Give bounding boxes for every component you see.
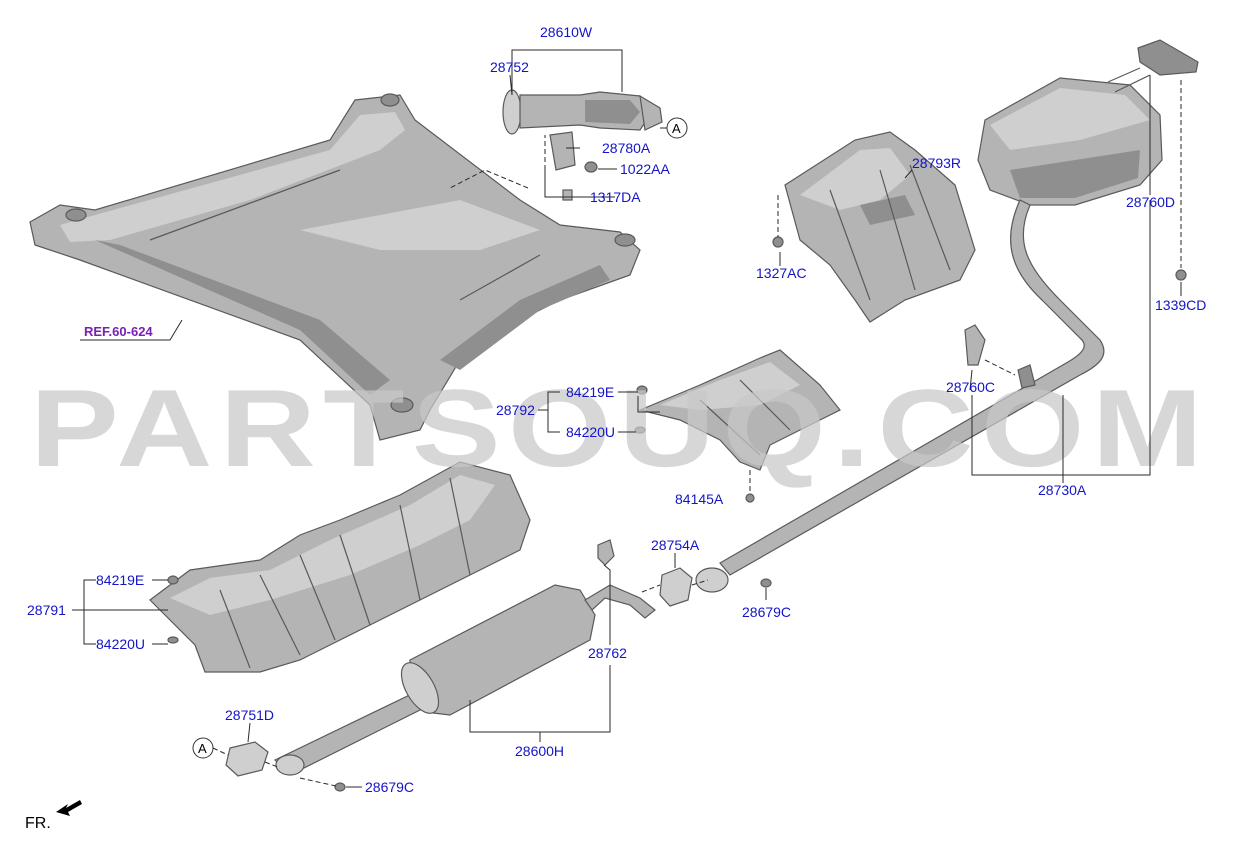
label-28780A[interactable]: 28780A xyxy=(602,140,651,156)
front-direction-label: FR. xyxy=(25,815,51,832)
label-28610W[interactable]: 28610W xyxy=(540,24,593,40)
label-28730A[interactable]: 28730A xyxy=(1038,482,1087,498)
label-28754A[interactable]: 28754A xyxy=(651,537,700,553)
label-84145A[interactable]: 84145A xyxy=(675,491,724,507)
label-1339CD[interactable]: 1339CD xyxy=(1155,297,1206,313)
gaskets-and-fasteners xyxy=(167,236,1187,792)
label-28679C-lower[interactable]: 28679C xyxy=(365,779,414,795)
center-heat-shield xyxy=(638,349,841,471)
label-28752[interactable]: 28752 xyxy=(490,59,529,75)
label-28793R[interactable]: 28793R xyxy=(912,155,961,171)
front-direction-indicator: FR. xyxy=(25,800,82,832)
leader-lines xyxy=(72,49,1182,788)
label-28791[interactable]: 28791 xyxy=(27,602,66,618)
label-1022AA[interactable]: 1022AA xyxy=(620,161,670,177)
label-84219E-center[interactable]: 84219E xyxy=(566,384,614,400)
connector-tag-upper: A xyxy=(666,117,688,139)
label-28760C[interactable]: 28760C xyxy=(946,379,995,395)
ref-label[interactable]: REF.60-624 xyxy=(84,324,153,339)
label-28751D[interactable]: 28751D xyxy=(225,707,274,723)
watermark-text: PARTSOUQ.COM xyxy=(30,367,1210,490)
label-28760D[interactable]: 28760D xyxy=(1126,194,1175,210)
front-heat-shield xyxy=(149,461,531,673)
front-pipe-catalytic xyxy=(502,89,663,201)
center-muffler xyxy=(273,539,656,776)
front-subframe xyxy=(29,93,641,441)
label-84220U-center[interactable]: 84220U xyxy=(566,424,615,440)
label-84219E-front[interactable]: 84219E xyxy=(96,572,144,588)
label-1317DA[interactable]: 1317DA xyxy=(590,189,641,205)
label-28679C-upper[interactable]: 28679C xyxy=(742,604,791,620)
connector-tag-lower: A xyxy=(192,737,214,759)
label-28792[interactable]: 28792 xyxy=(496,402,535,418)
front-direction-arrow-icon xyxy=(56,800,82,816)
svg-text:A: A xyxy=(672,121,681,136)
tail-pipe xyxy=(695,199,1105,593)
rear-muffler xyxy=(977,39,1199,206)
label-28762[interactable]: 28762 xyxy=(588,645,627,661)
svg-text:A: A xyxy=(198,741,207,756)
rear-heat-shield xyxy=(784,131,976,323)
label-28600H[interactable]: 28600H xyxy=(515,743,564,759)
label-84220U-front[interactable]: 84220U xyxy=(96,636,145,652)
label-1327AC[interactable]: 1327AC xyxy=(756,265,807,281)
